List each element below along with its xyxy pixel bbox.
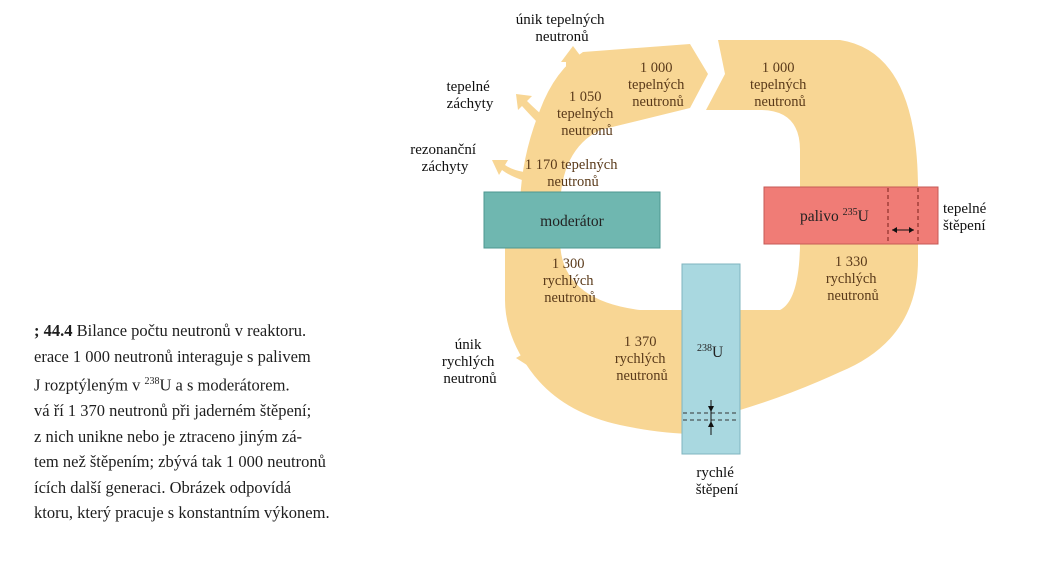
caption-line-6: tem než štěpením; zbývá tak 1 000 neutro… [34,452,326,471]
resonance-capture-label: rezonanční záchyty [410,142,480,175]
flow-1000-left: 1 000 tepelných neutronů [628,60,688,110]
thermal-leak-arrow [561,46,585,78]
resonance-capture-arrow [492,160,524,180]
thermal-fission-label: tepelné štěpení [943,201,990,234]
caption-line-8: ktoru, který pracuje s konstantním výkon… [34,503,330,522]
caption-line-3: J rozptýleným v 238U a s moderátorem. [34,375,290,395]
caption-line-1: ; 44.4 Bilance počtu neutronů v reaktoru… [34,321,307,340]
fast-leak-arrow [516,350,566,377]
flow-inner-hole [620,122,800,300]
moderator-label: moderátor [540,213,605,230]
caption-line-7: ících další generaci. Obrázek odpovídá [34,477,292,497]
flow-1050: 1 050 tepelných neutronů [557,89,617,139]
figure-caption: ; 44.4 Bilance počtu neutronů v reaktoru… [34,318,394,526]
fuel-box: palivo 235U [763,186,939,245]
flow-1370: 1 370 rychlých neutronů [615,334,669,384]
branch-arrows [492,46,585,377]
flow-1330: 1 330 rychlých neutronů [826,254,880,304]
neutron-flow-loop [505,40,918,434]
caption-line-4: vá ří 1 370 neutronů při jaderném štěpen… [34,401,312,420]
flow-1300: 1 300 rychlých neutronů [543,256,597,306]
u238-box: 238U [681,263,741,455]
flow-1000-right: 1 000 tepelných neutronů [750,60,810,110]
moderator-box: moderátor [483,191,661,249]
thermal-capture-arrow [516,94,548,125]
u238-label: 238U [697,343,723,361]
caption-line-5: z nich unikne nebo je ztraceno jiným zá- [34,426,303,446]
fast-leak-label: únik rychlých neutronů [442,337,498,387]
fuel-label: palivo 235U [800,207,869,225]
flow-ring [520,44,708,210]
flow-1170: 1 170 tepelných neutronů [525,157,621,190]
thermal-capture-label: tepelné záchyty [446,79,493,112]
caption-line-2: erace 1 000 neutronů interaguje s palive… [34,346,311,366]
flow-ring-main [505,40,918,434]
fast-fission-label: rychlé štěpení [696,465,739,498]
thermal-leak-label: únik tepelných neutronů [516,12,608,45]
